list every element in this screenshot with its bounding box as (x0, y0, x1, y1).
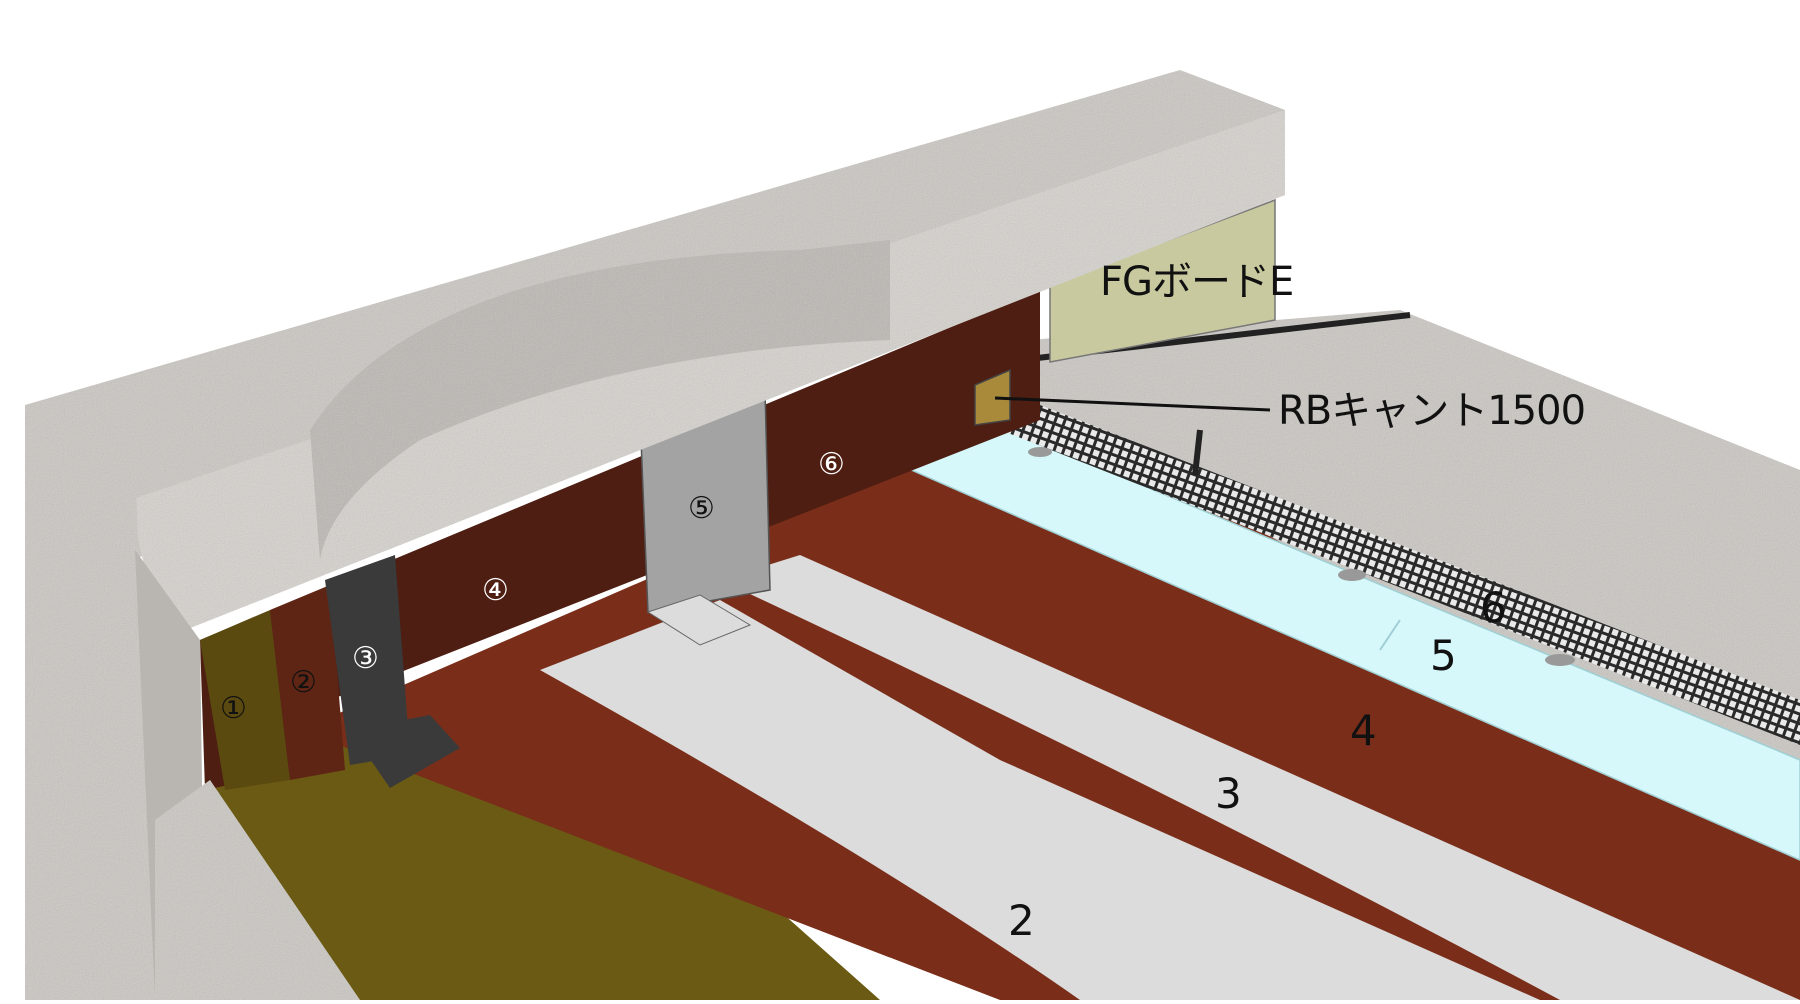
wall-label-2: ② (290, 665, 317, 700)
parapet-front-face-grain (130, 110, 1285, 640)
wall-label-5: ⑤ (688, 491, 715, 526)
parapet-recess-grain (310, 240, 890, 560)
callout-rb-cant: RBキャント1500 (1278, 388, 1585, 434)
anchor-dot (1545, 654, 1575, 666)
wall-upstand-membrane (200, 290, 1040, 790)
expansion-joint (1192, 429, 1203, 476)
floor-layer-sheet-2 (540, 600, 1540, 1000)
wall-layer-1 (200, 610, 290, 790)
anchor-dot (1338, 569, 1366, 581)
floor-label-6: 6 (1480, 583, 1507, 632)
floor-layer-mesh-6 (975, 405, 1800, 745)
floor-label-3: 3 (1215, 769, 1242, 818)
wall-layer-3 (325, 555, 410, 765)
floor-label-2: 2 (1008, 896, 1035, 945)
wall-label-3: ③ (352, 641, 379, 676)
floor-layer-membrane-4 (890, 420, 1800, 990)
wall-label-6: ⑥ (818, 447, 845, 482)
slab-edge-left-grain (155, 780, 360, 1000)
floor-layer-sheet-3 (720, 555, 1800, 1000)
floor-label-4: 4 (1350, 706, 1377, 755)
anchor-dot (1028, 447, 1052, 457)
wall-layer-5-foot (646, 594, 752, 646)
rb-cant-leader (994, 396, 1271, 412)
wall-layer-3-foot (350, 715, 460, 788)
wall-label-4: ④ (482, 573, 509, 608)
insulation-joint (1379, 619, 1401, 651)
wall-label-1: ① (220, 691, 247, 726)
parapet-left-block-grain (25, 405, 155, 1000)
callout-fg-board: FGボードE (1100, 259, 1293, 305)
rb-cant-strip (974, 368, 1011, 426)
floor-label-5: 5 (1430, 631, 1457, 680)
wall-layer-2 (270, 585, 345, 780)
